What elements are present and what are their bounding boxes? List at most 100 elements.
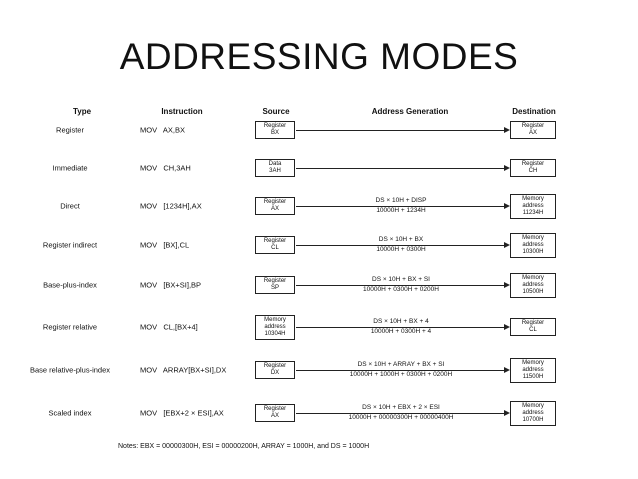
table-row: Scaled index MOV [EBX+2 × ESI],AX Register… — [0, 398, 638, 428]
address-generation-line: DS × 10H + DISP — [375, 197, 427, 204]
row-instruction: MOV [BX],CL — [140, 240, 190, 250]
row-instruction: MOV CH,3AH — [140, 163, 191, 173]
source-line: address — [264, 323, 286, 330]
destination-line: address — [522, 366, 544, 373]
row-instruction: MOV [EBX+2 × ESI],AX — [140, 408, 224, 418]
address-generation-line: 10000H + 1234H — [376, 207, 426, 214]
address-generation-line: 10000H + 0300H — [376, 246, 426, 253]
destination-line: Memory — [522, 195, 544, 202]
address-generation-line: DS × 10H + BX — [378, 236, 424, 243]
source-line: 10304H — [264, 330, 286, 337]
address-generation: DS × 10H + EBX + 2 × ESI 10000H + 0000030… — [349, 404, 454, 422]
arrow — [296, 242, 510, 248]
row-instruction: MOV [1234H],AX — [140, 201, 202, 211]
arrow — [296, 203, 510, 209]
destination-line: CL — [529, 327, 537, 333]
row-type: Immediate — [52, 163, 88, 173]
destination-line: 10500H — [522, 288, 544, 295]
destination-line: address — [522, 241, 544, 248]
page-title: ADDRESSING MODES — [119, 36, 519, 77]
address-generation-line: 10000H + 1000H + 0300H + 0200H — [349, 371, 453, 378]
destination-line: Memory — [522, 274, 544, 281]
source-line: Register — [263, 406, 287, 412]
destination-line: 10300H — [522, 248, 544, 255]
address-generation-line: 10000H + 0300H + 0200H — [363, 286, 439, 293]
destination-line: Register — [521, 320, 545, 326]
row-type: Register — [56, 125, 84, 135]
address-generation-line: DS × 10H + EBX + 2 × ESI — [362, 404, 440, 411]
destination-line: Memory — [522, 234, 544, 241]
row-instruction: MOV ARRAY[BX+SI],DX — [140, 365, 227, 375]
source-line: Register — [263, 199, 287, 205]
source-line: AX — [270, 413, 279, 419]
header-destination: Destination — [512, 107, 556, 116]
source-line: CL — [271, 245, 279, 251]
arrow — [296, 165, 510, 171]
header-instruction: Instruction — [161, 107, 203, 116]
table-row: Base relative-plus-index MOV ARRAY[BX+SI]… — [0, 355, 638, 385]
destination-line: address — [522, 281, 544, 288]
row-type: Register indirect — [42, 240, 98, 250]
row-type: Base-plus-index — [43, 280, 97, 290]
source-line: Register — [263, 123, 287, 129]
destination-line: 11500H — [522, 373, 544, 380]
arrow — [296, 367, 510, 373]
arrow — [296, 324, 510, 330]
row-type: Direct — [60, 201, 80, 211]
address-generation-line: DS × 10H + ARRAY + BX + SI — [357, 361, 445, 368]
destination-line: Memory — [522, 359, 544, 366]
row-type: Register relative — [42, 322, 98, 332]
source-line: Data — [268, 161, 282, 167]
arrow — [296, 127, 510, 133]
address-generation: DS × 10H + DISP 10000H + 1234H — [376, 197, 427, 215]
row-instruction: MOV AX,BX — [140, 125, 186, 135]
source-line: Memory — [264, 316, 286, 323]
address-generation-line: 10000H + 0300H + 4 — [370, 328, 432, 335]
destination-line: 11234H — [522, 209, 544, 216]
destination-line: address — [522, 409, 544, 416]
destination-line: Register — [521, 123, 545, 129]
destination-line: address — [522, 202, 544, 209]
destination-line: CH — [528, 168, 538, 174]
arrow — [296, 282, 510, 288]
address-generation: DS × 10H + BX + SI 10000H + 0300H + 0200H — [363, 276, 439, 294]
source-line: AX — [270, 206, 279, 212]
source-line: DX — [270, 370, 280, 376]
row-instruction: MOV [BX+SI],BP — [140, 280, 202, 290]
row-type: Scaled index — [48, 408, 92, 418]
address-generation-line: DS × 10H + BX + SI — [372, 276, 430, 283]
destination-line: 10700H — [522, 416, 544, 423]
header-source: Source — [262, 107, 290, 116]
arrow — [296, 410, 510, 416]
destination-line: Register — [521, 161, 545, 167]
source-line: Register — [263, 278, 287, 284]
address-generation: DS × 10H + BX 10000H + 0300H — [376, 236, 425, 254]
destination-line: AX — [528, 130, 537, 136]
notes: Notes: EBX = 00000300H, ESI = 00000200H,… — [118, 443, 370, 450]
source-line: Register — [263, 238, 287, 244]
address-generation-line: 10000H + 00000300H + 00000400H — [348, 414, 454, 421]
header-type: Type — [72, 107, 92, 116]
row-type: Base relative-plus-index — [29, 365, 111, 375]
source-line: SP — [270, 285, 279, 291]
row-instruction: MOV CL,[BX+4] — [140, 322, 198, 332]
